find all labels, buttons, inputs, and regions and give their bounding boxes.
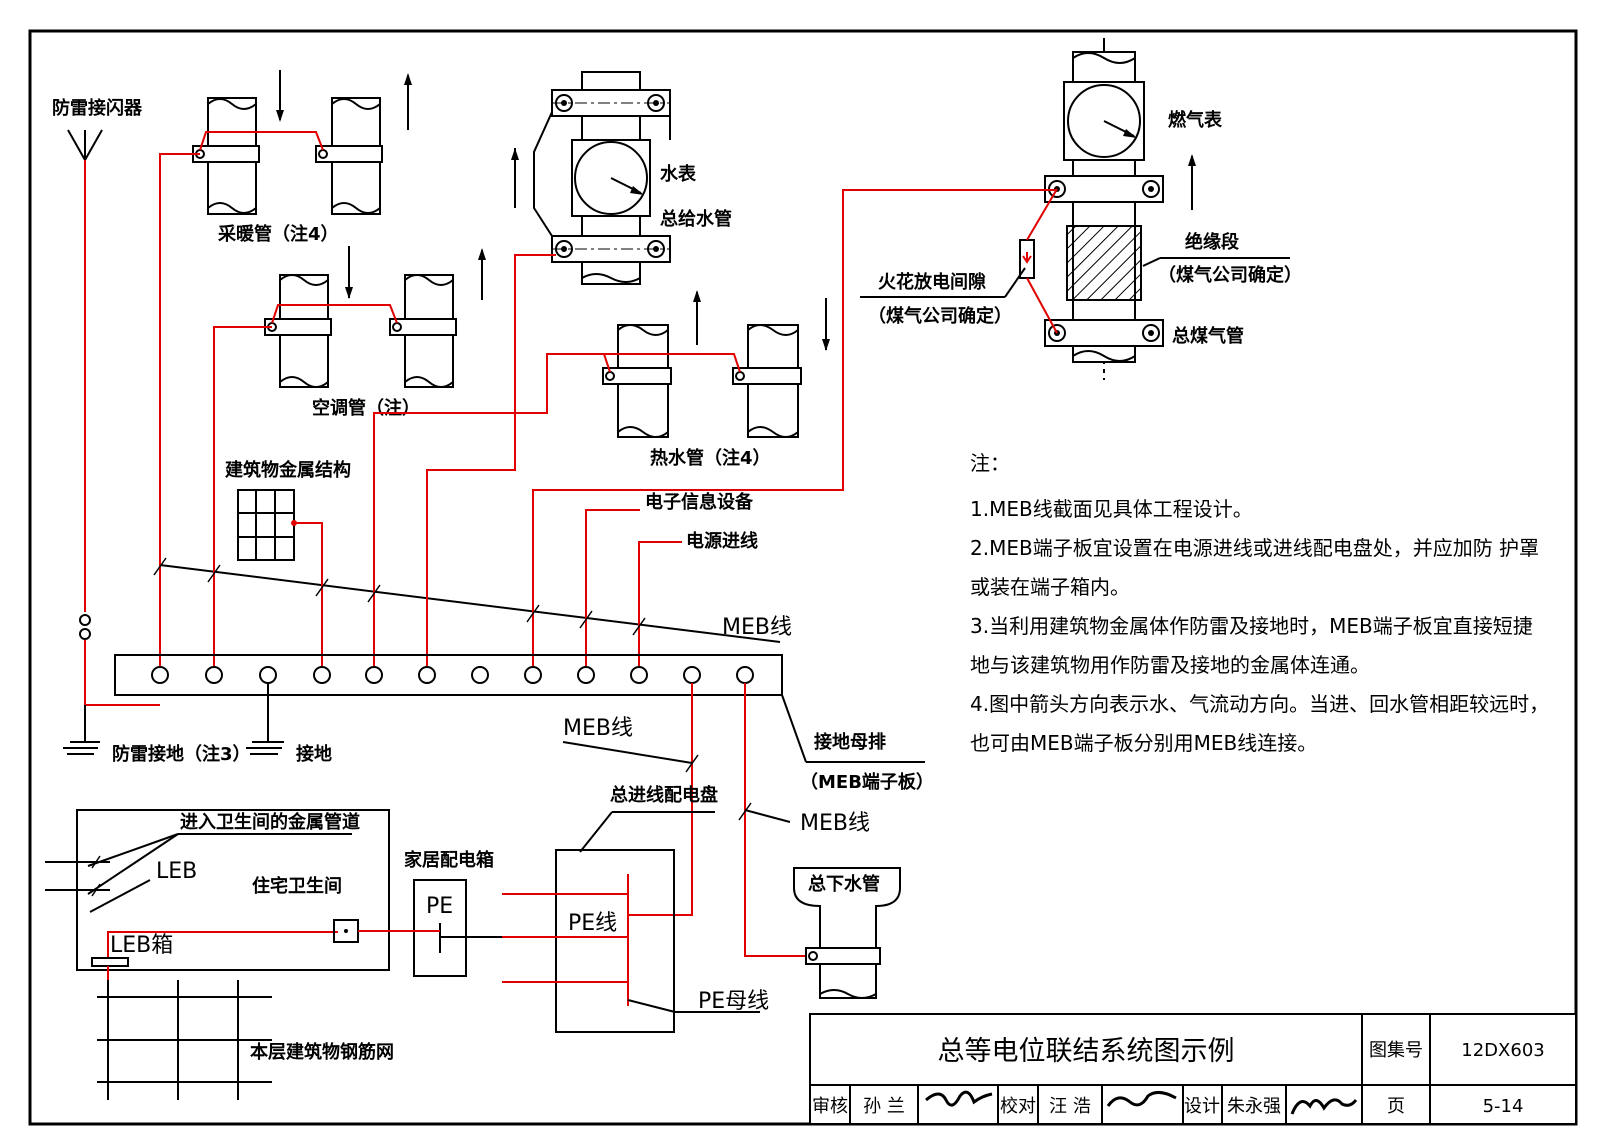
ground-label: 接地 (296, 743, 332, 765)
rebar-mesh: 本层建筑物钢筋网 (97, 980, 394, 1100)
rebar-mesh-label: 本层建筑物钢筋网 (250, 1041, 394, 1063)
residential-bathroom-label: 住宅卫生间 (252, 875, 342, 897)
building-metal-structure: 建筑物金属结构 (225, 459, 351, 561)
heating-pipes: 采暖管（注4） (192, 70, 412, 245)
designer-name: 朱永强 (1227, 1096, 1281, 1117)
sheet-border (28, 29, 1578, 1126)
water-meter-assembly: 水表 总给水管 (511, 71, 732, 285)
reviewer-signature (925, 1090, 993, 1107)
hot-water-pipe-label: 热水管（注4） (650, 447, 771, 469)
note-line-5: 地与该建筑物用作防雷及接地的金属体连通。 (970, 653, 1370, 677)
title-block: 总等电位联结系统图示例 图集号 12DX603 审核 孙 兰 校对 汪 浩 设计… (809, 1013, 1577, 1125)
electronic-equipment-label: 电子信息设备 (645, 491, 754, 513)
home-distribution-box-label: 家居配电箱 (404, 849, 494, 871)
note-line-1: 1.MEB线截面见具体工程设计。 (970, 497, 1253, 521)
pe-busbar-label: PE母线 (698, 989, 769, 1014)
note-line-2: 2.MEB端子板宜设置在电源进线或进线配电盘处，并应加防 护罩 (970, 536, 1539, 560)
notes-section: 注： 1.MEB线截面见具体工程设计。 2.MEB端子板宜设置在电源进线或进线配… (970, 451, 1549, 755)
building-metal-label: 建筑物金属结构 (225, 459, 351, 481)
ac-pipes: 空调管（注） (264, 246, 486, 419)
residential-bathroom: 进入卫生间的金属管道 LEB 住宅卫生间 LEB箱 (45, 809, 440, 1000)
meb-line-label-2: MEB线 (563, 716, 633, 741)
note-line-3: 或装在端子箱内。 (970, 575, 1130, 599)
gas-meter-assembly: 燃气表 绝缘段 （煤气公司确定） 火花放电间隙 （煤气公司确定） 总煤气管 (842, 38, 1302, 475)
meb-line-label-3: MEB线 (800, 811, 870, 836)
lightning-rod: 防雷接闪器 防雷接地（注3） (52, 97, 251, 765)
main-drain-pipe: MEB线 总下水管 (738, 683, 901, 999)
insulation-section-label: 绝缘段 (1185, 231, 1240, 253)
leb-label: LEB (156, 859, 197, 884)
ac-pipe-label: 空调管（注） (312, 397, 420, 419)
bathroom-metal-pipes-label: 进入卫生间的金属管道 (180, 811, 360, 833)
check-label: 校对 (1000, 1096, 1036, 1117)
pe-line-label: PE线 (568, 911, 617, 936)
spark-gap-note: （煤气公司确定） (868, 305, 1012, 327)
meb-line-label-1: MEB线 (722, 615, 792, 640)
lightning-rod-label: 防雷接闪器 (52, 97, 143, 119)
page-number: 5-14 (1483, 1096, 1524, 1117)
main-drain-pipe-label: 总下水管 (808, 873, 880, 895)
note-line-4: 3.当利用建筑物金属体作防雷及接地时，MEB端子板宜直接短捷 (970, 614, 1533, 638)
meb-diagonal-line: MEB线 (159, 564, 792, 643)
main-water-pipe-label: 总给水管 (660, 208, 732, 230)
power-incoming-label: 电源进线 (686, 530, 758, 552)
insulation-section-note: （煤气公司确定） (1158, 264, 1302, 286)
home-distribution-box: PE 家居配电箱 (404, 849, 502, 977)
water-meter-label: 水表 (660, 163, 697, 185)
meb-terminal-label: （MEB端子板） (800, 771, 934, 793)
page-label: 页 (1387, 1096, 1405, 1117)
drawing-title: 总等电位联结系统图示例 (938, 1036, 1235, 1067)
lightning-ground-label: 防雷接地（注3） (112, 743, 251, 765)
designer-signature (1290, 1098, 1358, 1115)
design-label: 设计 (1184, 1096, 1220, 1117)
main-gas-pipe-label: 总煤气管 (1172, 325, 1244, 347)
gas-meter-label: 燃气表 (1168, 109, 1223, 131)
note-line-7: 也可由MEB端子板分别用MEB线连接。 (970, 731, 1317, 755)
heating-pipe-label: 采暖管（注4） (217, 223, 339, 245)
reviewer-name: 孙 兰 (863, 1096, 905, 1117)
spark-gap-label: 火花放电间隙 (878, 271, 986, 293)
note-line-6: 4.图中箭头方向表示水、气流动方向。当进、回水管相距较远时， (970, 692, 1549, 716)
checker-signature (1106, 1091, 1177, 1107)
ground-bus-label: 接地母排 (814, 731, 886, 753)
review-label: 审核 (812, 1096, 848, 1117)
pe-box-label: PE (426, 894, 453, 919)
notes-heading: 注： (970, 451, 1010, 475)
bonding-wires: 电子信息设备 电源进线 (153, 153, 844, 675)
atlas-label: 图集号 (1369, 1040, 1423, 1061)
hot-water-pipes: 热水管（注4） (602, 290, 830, 469)
atlas-number: 12DX603 (1461, 1040, 1544, 1061)
main-distribution-panel-label: 总进线配电盘 (610, 784, 718, 806)
main-distribution-panel: MEB线 PE线 PE母线 总进线配电盘 (502, 683, 769, 1033)
meb-terminal-board: 接地 接地母排 （MEB端子板） (114, 654, 934, 793)
checker-name: 汪 浩 (1049, 1096, 1091, 1117)
leb-box-label: LEB箱 (110, 933, 173, 958)
